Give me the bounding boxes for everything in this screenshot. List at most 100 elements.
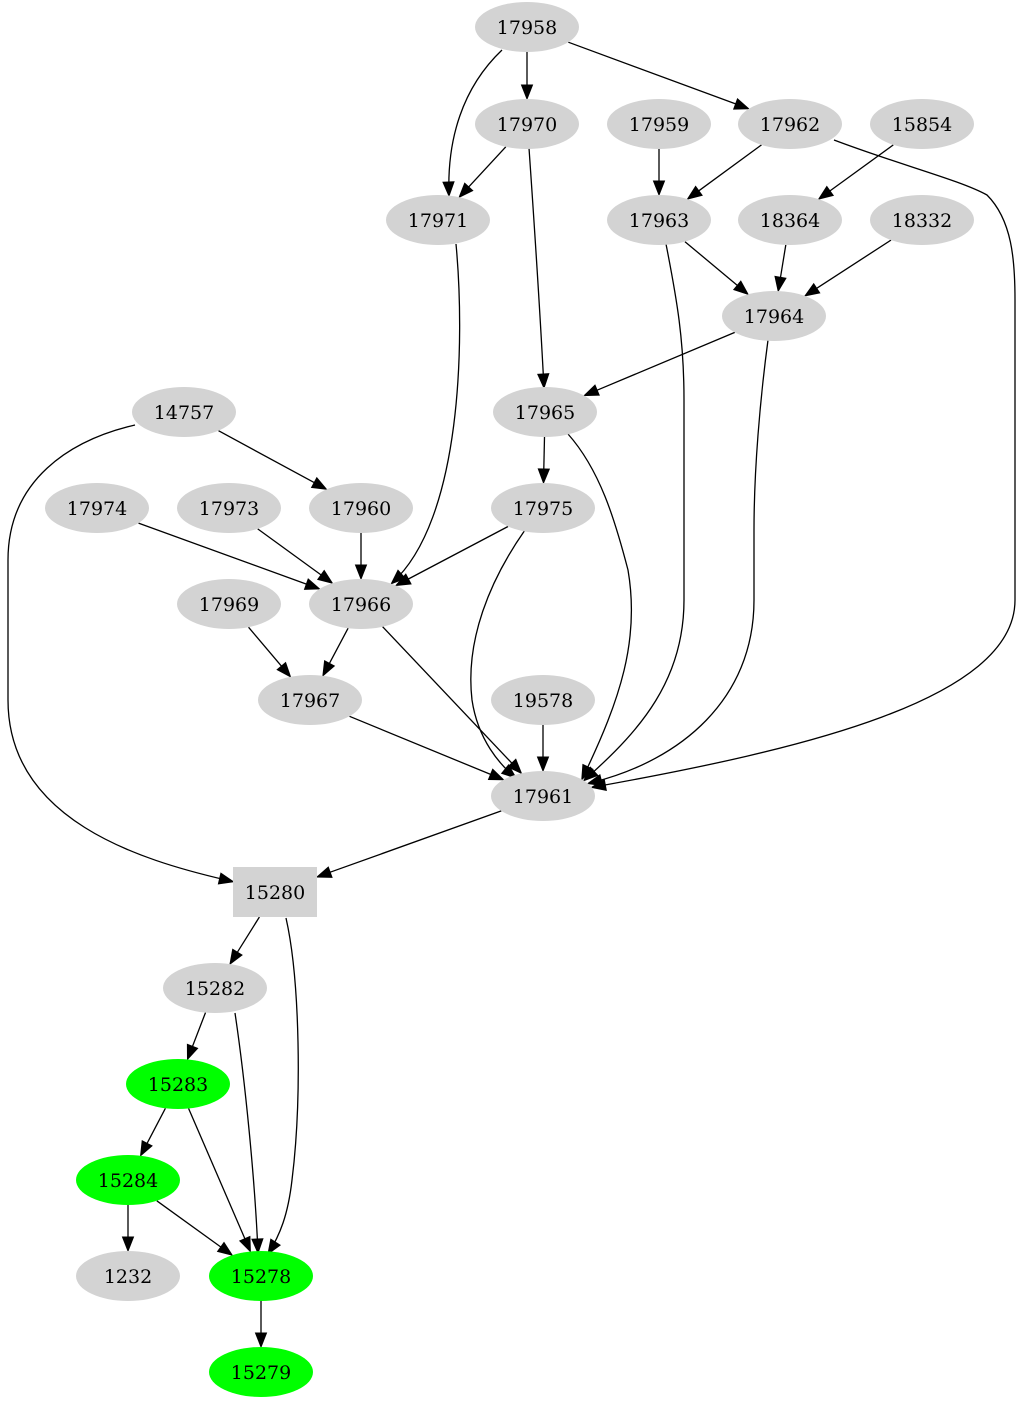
edge-line	[328, 627, 349, 664]
arrowhead-icon	[803, 282, 821, 297]
graph-node-17959[interactable]: 17959	[607, 99, 711, 149]
node-ellipse[interactable]	[45, 483, 149, 533]
edge-17974-to-17966	[138, 522, 321, 590]
graph-node-17975[interactable]: 17975	[491, 483, 595, 533]
graph-node-17966[interactable]: 17966	[309, 579, 413, 629]
edge-17958-to-17971	[442, 49, 503, 198]
graph-node-19578[interactable]: 19578	[491, 675, 595, 725]
node-ellipse[interactable]	[177, 483, 281, 533]
graph-node-18364[interactable]: 18364	[738, 195, 842, 245]
edge-line	[816, 239, 892, 289]
node-ellipse[interactable]	[607, 99, 711, 149]
graph-node-15282[interactable]: 15282	[163, 963, 267, 1013]
node-label: 15278	[231, 1266, 291, 1288]
node-ellipse[interactable]	[386, 195, 490, 245]
node-label: 17975	[513, 498, 573, 520]
node-ellipse[interactable]	[491, 675, 595, 725]
edge-17964-to-17961	[586, 339, 769, 787]
node-ellipse[interactable]	[738, 99, 842, 149]
node-ellipse[interactable]	[76, 1155, 180, 1205]
edge-line	[267, 917, 299, 1255]
node-ellipse[interactable]	[126, 1059, 230, 1109]
edge-line	[234, 1012, 259, 1254]
arrowhead-icon	[394, 573, 412, 587]
graph-node-17958[interactable]: 17958	[475, 2, 579, 52]
edge-17958-to-17970	[520, 52, 534, 101]
node-ellipse[interactable]	[475, 99, 579, 149]
graph-node-17970[interactable]: 17970	[475, 99, 579, 149]
edge-line	[593, 139, 1016, 788]
graph-node-17969[interactable]: 17969	[177, 579, 281, 629]
graph-node-15280[interactable]: 15280	[233, 867, 317, 917]
node-ellipse[interactable]	[309, 483, 413, 533]
node-ellipse[interactable]	[475, 2, 579, 52]
edge-17966-to-17961	[382, 626, 523, 775]
edge-15282-to-15278	[234, 1012, 264, 1255]
graph-node-14757[interactable]: 14757	[132, 387, 236, 437]
node-ellipse[interactable]	[870, 195, 974, 245]
graph-node-17964[interactable]: 17964	[722, 291, 826, 341]
graph-node-15279[interactable]: 15279	[209, 1347, 313, 1397]
edge-line	[236, 916, 260, 953]
node-ellipse[interactable]	[491, 483, 595, 533]
graph-node-15854[interactable]: 15854	[870, 99, 974, 149]
graph-node-17960[interactable]: 17960	[309, 483, 413, 533]
edge-17975-to-17966	[394, 525, 509, 587]
graph-node-17965[interactable]: 17965	[493, 387, 597, 437]
arrowhead-icon	[354, 564, 368, 581]
edge-17962-to-17963	[686, 144, 762, 200]
edge-line	[779, 244, 787, 278]
node-ellipse[interactable]	[607, 195, 711, 245]
node-label: 18364	[760, 210, 820, 232]
arrowhead-icon	[500, 764, 518, 779]
node-ellipse[interactable]	[309, 579, 413, 629]
graph-node-15284[interactable]: 15284	[76, 1155, 180, 1205]
node-label: 17974	[67, 498, 127, 520]
graph-node-17971[interactable]: 17971	[386, 195, 490, 245]
node-ellipse[interactable]	[493, 387, 597, 437]
arrowhead-icon	[487, 768, 505, 781]
arrowhead-icon	[229, 948, 243, 966]
graph-node-17973[interactable]: 17973	[177, 483, 281, 533]
node-ellipse[interactable]	[722, 291, 826, 341]
node-ellipse[interactable]	[177, 579, 281, 629]
node-label: 17963	[629, 210, 689, 232]
node-label: 17960	[331, 498, 391, 520]
node-ellipse[interactable]	[491, 771, 595, 821]
arrowhead-icon	[536, 756, 550, 773]
edge-15284-to-15278	[156, 1200, 234, 1256]
graph-node-17967[interactable]: 17967	[258, 675, 362, 725]
graph-node-15278[interactable]: 15278	[209, 1251, 313, 1301]
edge-17966-to-17967	[322, 627, 349, 678]
node-ellipse[interactable]	[738, 195, 842, 245]
graph-node-17974[interactable]: 17974	[45, 483, 149, 533]
graph-node-17961[interactable]: 17961	[491, 771, 595, 821]
graph-node-17963[interactable]: 17963	[607, 195, 711, 245]
edge-17965-to-17961	[567, 433, 633, 781]
edge-17963-to-17964	[684, 241, 750, 296]
node-ellipse[interactable]	[258, 675, 362, 725]
arrowhead-icon	[732, 280, 750, 296]
node-ellipse[interactable]	[870, 99, 974, 149]
graph-node-17962[interactable]: 17962	[738, 99, 842, 149]
node-label: 17959	[629, 114, 689, 136]
graph-node-18332[interactable]: 18332	[870, 195, 974, 245]
edge-15280-to-15282	[229, 916, 260, 966]
edge-line	[218, 430, 315, 484]
arrowhead-icon	[216, 1241, 234, 1256]
arrowhead-icon	[520, 84, 534, 101]
node-ellipse[interactable]	[132, 387, 236, 437]
node-box[interactable]	[233, 867, 317, 917]
node-ellipse[interactable]	[209, 1251, 313, 1301]
graph-node-1232[interactable]: 1232	[76, 1251, 180, 1301]
edge-line	[468, 146, 507, 188]
edge-17965-to-17975	[537, 436, 551, 485]
arrowhead-icon	[686, 185, 703, 200]
arrowhead-icon	[238, 1235, 251, 1253]
graph-node-15283[interactable]: 15283	[126, 1059, 230, 1109]
node-ellipse[interactable]	[76, 1251, 180, 1301]
node-ellipse[interactable]	[163, 963, 267, 1013]
node-label: 17969	[199, 594, 259, 616]
arrowhead-icon	[322, 660, 336, 678]
node-ellipse[interactable]	[209, 1347, 313, 1397]
